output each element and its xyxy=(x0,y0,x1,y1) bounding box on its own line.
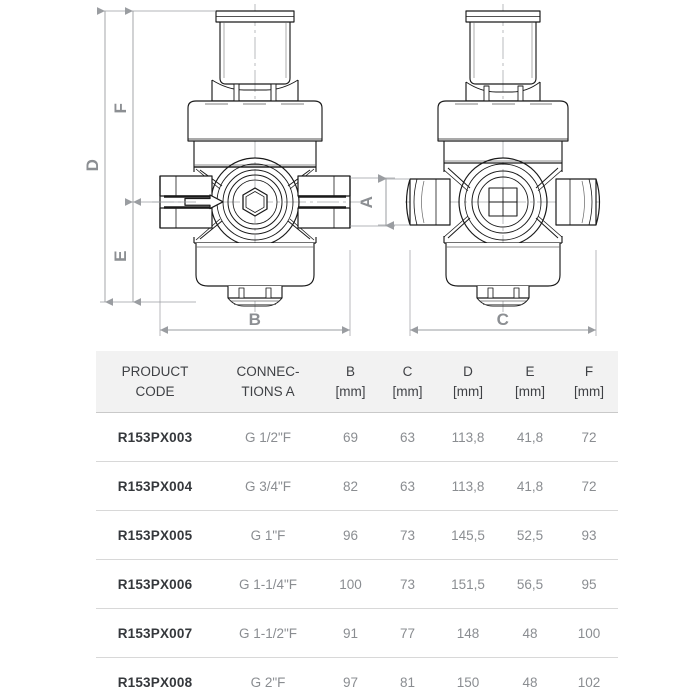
column-header-line1: E xyxy=(525,364,535,379)
cell-b: 82 xyxy=(322,461,379,512)
cell-e: 41,8 xyxy=(500,412,560,463)
cell-product-code: R153PX003 xyxy=(96,412,214,463)
column-header-line2: [mm] xyxy=(515,383,545,399)
dimension-label-C: C xyxy=(497,310,510,329)
cell-f: 100 xyxy=(560,608,618,659)
column-header-line2: [mm] xyxy=(574,383,604,399)
column-header-line2: TIONS A xyxy=(241,383,295,399)
cell-c: 77 xyxy=(379,608,436,659)
dimension-label-D: D xyxy=(83,159,102,172)
cell-c: 73 xyxy=(379,559,436,610)
spring-bonnet-side xyxy=(437,100,569,142)
technical-drawing: D F E A B xyxy=(0,0,700,348)
cell-b: 96 xyxy=(322,510,379,561)
cell-e: 48 xyxy=(522,674,538,690)
column-header-line2: [mm] xyxy=(392,383,423,399)
cell-b: 69 xyxy=(322,412,379,463)
cell-product-code: R153PX006 xyxy=(96,559,214,610)
cell-connections: G 2"F xyxy=(250,674,286,690)
dimension-label-E: E xyxy=(111,250,130,262)
outlet-port-right xyxy=(297,175,351,229)
column-header-line1: PRODUCT xyxy=(121,364,189,379)
cell-b: 91 xyxy=(322,608,379,659)
valve-body-side xyxy=(443,163,563,244)
dimension-label-F: F xyxy=(111,103,130,114)
valve-drawing-svg: D F E A B xyxy=(83,4,601,336)
cell-e: 52,5 xyxy=(500,510,560,561)
port-left-side xyxy=(405,178,451,226)
cell-d: 148 xyxy=(436,608,500,659)
column-header-d: D [mm] xyxy=(436,351,500,413)
cell-e: 56,5 xyxy=(500,559,560,610)
side-view-dimensions xyxy=(378,175,597,336)
cell-d: 150 xyxy=(456,674,480,690)
cell-product-code: R153PX004 xyxy=(96,461,214,512)
port-right-side xyxy=(555,178,601,226)
cell-b: 100 xyxy=(322,559,379,610)
dimension-label-A: A xyxy=(357,196,376,209)
cell-f: 102 xyxy=(577,674,601,690)
column-header-b: B [mm] xyxy=(322,351,379,413)
front-view: D F E A B xyxy=(83,4,395,336)
table-header: PRODUCT CODE CONNEC- TIONS A B [mm] C [m… xyxy=(96,351,618,413)
column-header-line2: CODE xyxy=(135,383,175,399)
product-dimensions-table: PRODUCT CODE CONNEC- TIONS A B [mm] C [m… xyxy=(96,351,618,700)
cell-f: 72 xyxy=(560,461,618,512)
cell-product-code: R153PX008 xyxy=(117,674,193,690)
cell-d: 113,8 xyxy=(436,461,500,512)
cell-f: 95 xyxy=(560,559,618,610)
column-header-product-code: PRODUCT CODE xyxy=(96,351,214,413)
adjustment-knob xyxy=(215,10,295,85)
table-row: R153PX003 G 1/2"F 69 63 113,8 41,8 72 xyxy=(96,412,618,463)
cell-e: 41,8 xyxy=(500,461,560,512)
column-header-line2: [mm] xyxy=(453,383,483,399)
cell-connections: G 3/4"F xyxy=(214,461,322,512)
filter-bowl xyxy=(195,243,315,307)
filter-bowl-side xyxy=(445,243,561,307)
cell-c: 81 xyxy=(399,674,416,690)
column-header-line1: B xyxy=(345,364,355,379)
table-row: R153PX005 G 1"F 96 73 145,5 52,5 93 xyxy=(96,510,618,561)
cell-c: 73 xyxy=(379,510,436,561)
spring-bonnet xyxy=(187,100,323,142)
cell-product-code: R153PX007 xyxy=(96,608,214,659)
cell-connections: G 1-1/4"F xyxy=(214,559,322,610)
cell-d: 145,5 xyxy=(436,510,500,561)
cell-product-code: R153PX005 xyxy=(96,510,214,561)
table-header-row: PRODUCT CODE CONNEC- TIONS A B [mm] C [m… xyxy=(96,351,618,413)
cell-connections: G 1-1/2"F xyxy=(214,608,322,659)
specification-table-container: PRODUCT CODE CONNEC- TIONS A B [mm] C [m… xyxy=(96,351,618,700)
column-header-e: E [mm] xyxy=(500,351,560,413)
table-row: R153PX004 G 3/4"F 82 63 113,8 41,8 72 xyxy=(96,461,618,512)
cell-f: 72 xyxy=(560,412,618,463)
cell-d: 113,8 xyxy=(436,412,500,463)
dimension-label-B: B xyxy=(249,310,262,329)
table-row: R153PX007 G 1-1/2"F 91 77 148 48 100 xyxy=(96,608,618,659)
column-header-c: C [mm] xyxy=(379,351,436,413)
cell-connections: G 1"F xyxy=(214,510,322,561)
table-row: R153PX006 G 1-1/4"F 100 73 151,5 56,5 95 xyxy=(96,559,618,610)
cell-connections: G 1/2"F xyxy=(214,412,322,463)
cell-c: 63 xyxy=(379,412,436,463)
adjustment-knob-side xyxy=(465,10,541,85)
cell-e: 48 xyxy=(500,608,560,659)
column-header-line1: F xyxy=(584,364,594,379)
cell-c: 63 xyxy=(379,461,436,512)
column-header-line1: CONNEC- xyxy=(236,364,300,379)
flow-direction-arrow xyxy=(184,194,224,210)
column-header-connections-a: CONNEC- TIONS A xyxy=(214,351,322,413)
cell-f: 93 xyxy=(560,510,618,561)
table-body: R153PX003 G 1/2"F 69 63 113,8 41,8 72 R1… xyxy=(96,412,618,700)
column-header-line1: C xyxy=(402,364,413,379)
column-header-f: F [mm] xyxy=(560,351,618,413)
column-header-line1: D xyxy=(463,364,473,379)
bonnet-skirt-side xyxy=(443,141,563,164)
cell-b: 97 xyxy=(342,674,359,690)
body-center-boss-side xyxy=(458,157,548,247)
side-view: C xyxy=(378,4,601,336)
table-row: R153PX008 G 2"F 97 81 150 48 102 xyxy=(96,658,618,700)
inlet-port-left xyxy=(159,175,224,229)
column-header-line2: [mm] xyxy=(335,383,366,399)
cell-d: 151,5 xyxy=(436,559,500,610)
